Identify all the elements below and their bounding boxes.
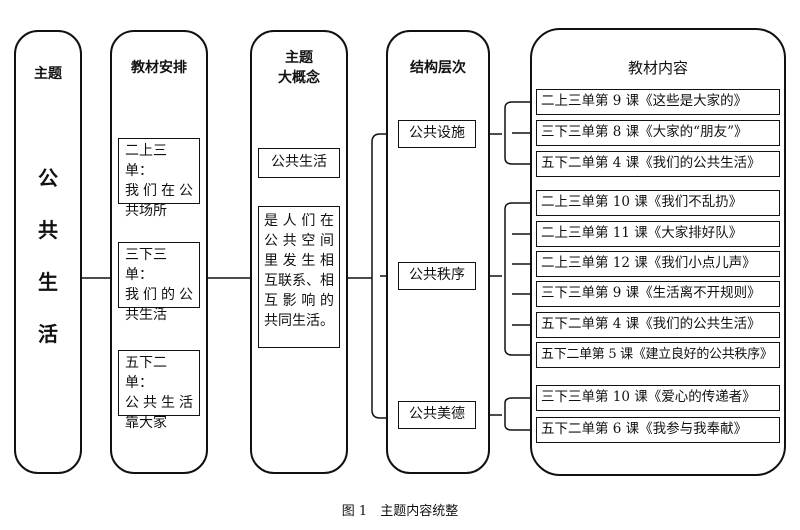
structure-item-order: 公共秩序 [398, 262, 476, 290]
concept-def-line-2: 公共空间 [264, 233, 334, 249]
lesson-item-3: 五下二单第 4 课《我们的公共生活》 [536, 151, 780, 177]
concept-name-box: 公共生活 [258, 148, 340, 178]
concept-def-line-3: 里发生相 [264, 253, 334, 269]
structure-item-order-label: 公共秩序 [409, 267, 465, 283]
structure-item-facilities-label: 公共设施 [409, 125, 465, 141]
arrangement-item-3-line-2: 公共生活 [125, 395, 193, 411]
theme-header: 主题 [34, 66, 62, 82]
lesson-item-5: 二上三单第 11 课《大家排好队》 [536, 221, 780, 247]
concept-header-line-2: 大概念 [278, 70, 320, 86]
arrangement-item-2: 三下三单： 我们的公 共生活 [118, 242, 200, 323]
concept-def-line-5: 互影响的 [264, 293, 334, 309]
content-header: 教材内容 [627, 59, 688, 77]
structure-header: 结构层次 [410, 60, 466, 76]
structure-item-facilities: 公共设施 [398, 120, 476, 148]
arrangement-header: 教材安排 [131, 60, 187, 76]
theme-char-4: 活 [38, 322, 58, 346]
bracket-virtue [504, 397, 513, 431]
lesson-item-1: 二上三单第 9 课《这些是大家的》 [536, 89, 780, 115]
theme-char-2: 共 [38, 218, 58, 242]
concept-name: 公共生活 [271, 154, 327, 170]
concept-def-line-6: 共同生活。 [264, 313, 334, 329]
arrangement-item-2-line-2: 我们的公 [125, 287, 193, 303]
structure-item-virtue: 公共美德 [398, 401, 476, 429]
theme-char-3: 生 [38, 270, 58, 294]
theme-char-1: 公 [38, 166, 58, 190]
arrangement-item-3-line-1: 五下二单： [125, 355, 167, 391]
lesson-item-11: 五下二单第 6 课《我参与我奉献》 [536, 417, 780, 443]
lesson-item-2: 三下三单第 8 课《大家的“朋友”》 [536, 120, 780, 146]
structure-item-virtue-label: 公共美德 [409, 406, 465, 422]
concept-header-line-1: 主题 [285, 50, 313, 66]
arrangement-item-2-line-3: 共生活 [125, 307, 167, 323]
arrangement-item-1-line-3: 共场所 [125, 203, 167, 219]
arrangement-item-2-line-1: 三下三单： [125, 247, 167, 283]
arrangement-item-3-line-3: 靠大家 [125, 415, 167, 431]
lesson-item-7: 三下三单第 9 课《生活离不开规则》 [536, 281, 780, 307]
arrangement-item-1-line-1: 二上三单： [125, 143, 167, 179]
content-column: 教材内容 [530, 28, 786, 476]
concept-def-line-4: 互联系、相 [264, 273, 334, 289]
theme-column: 主题 公 共 生 活 [14, 30, 82, 474]
bracket-structure [371, 133, 381, 419]
structure-column: 结构层次 [386, 30, 490, 474]
lesson-item-8: 五下二单第 4 课《我们的公共生活》 [536, 312, 780, 338]
figure-caption: 图 1 主题内容统整 [341, 504, 459, 519]
arrangement-item-3: 五下二单： 公共生活 靠大家 [118, 350, 200, 431]
arrangement-item-1-line-2: 我们在公 [125, 183, 193, 199]
lesson-item-6: 二上三单第 12 课《我们小点儿声》 [536, 251, 780, 277]
bracket-order [504, 202, 513, 356]
lesson-item-10: 三下三单第 10 课《爱心的传递者》 [536, 385, 780, 411]
arrangement-item-1: 二上三单： 我们在公 共场所 [118, 138, 200, 219]
lesson-item-4: 二上三单第 10 课《我们不乱扔》 [536, 190, 780, 216]
lesson-item-9: 五下二单第 5 课《建立良好的公共秩序》 [536, 342, 780, 368]
concept-def-line-1: 是人们在 [264, 213, 334, 229]
bracket-facilities [504, 101, 513, 165]
concept-definition-box: 是人们在 公共空间 里发生相 互联系、相 互影响的 共同生活。 [258, 206, 340, 348]
